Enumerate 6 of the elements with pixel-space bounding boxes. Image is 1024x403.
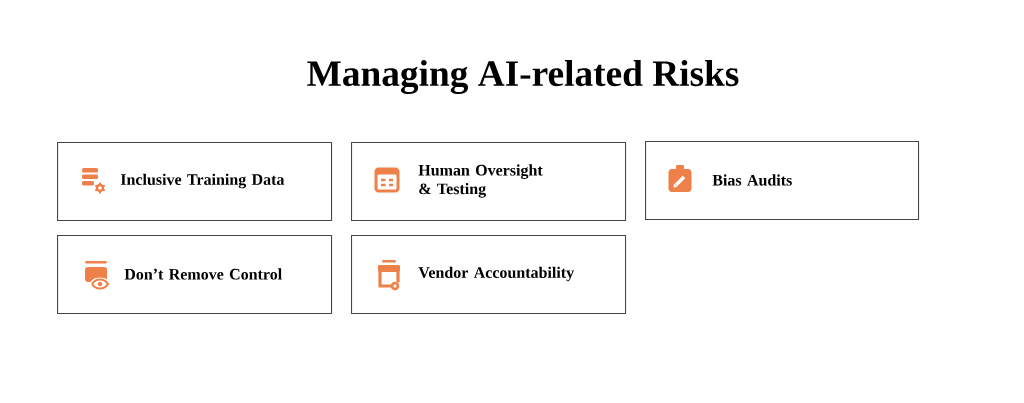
- item-box: Vendor Accountability: [351, 235, 627, 315]
- item-box: Human Oversight & Testing: [351, 142, 627, 222]
- title: Managing AI-related Risks: [307, 59, 739, 95]
- item-box: Inclusive Training Data: [57, 142, 333, 222]
- item-box: Don’t Remove Control: [57, 235, 333, 315]
- item-box: Bias Audits: [645, 141, 920, 221]
